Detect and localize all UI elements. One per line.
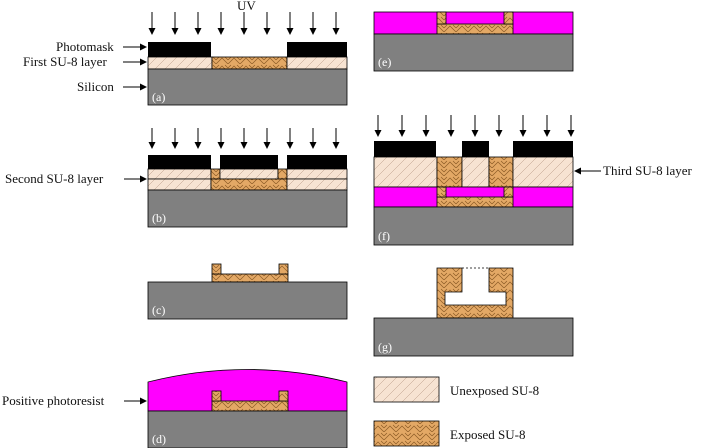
- photomask-2-f: [462, 141, 489, 157]
- step-label-e: (e): [378, 55, 391, 69]
- second-layer-unexposed-left-b: [147, 168, 212, 180]
- uv-label: UV: [237, 0, 256, 13]
- panel-c: (c): [147, 263, 348, 320]
- first-layer-unexposed-left-b: [147, 178, 212, 191]
- photomask-2-b: [220, 155, 278, 169]
- uv-arrows-a: [148, 12, 340, 35]
- photomask-1-b: [148, 155, 211, 169]
- third-layer-exposed-right-f: [488, 156, 514, 188]
- panel-g: (g): [373, 267, 574, 357]
- step-label-f: (f): [378, 229, 390, 243]
- layer-right-post-d: [278, 390, 289, 402]
- legend-exposed-label: Exposed SU-8: [450, 427, 525, 442]
- step-label-c: (c): [152, 303, 165, 317]
- third-layer-exposed-left-f: [436, 156, 463, 188]
- photomask-1-f: [374, 141, 436, 157]
- third-layer-unexposed-right-f: [512, 156, 574, 188]
- silicon-substrate-b: [147, 189, 348, 228]
- silicon-substrate-e: [373, 33, 574, 72]
- third-layer-unexposed-mid-f: [461, 156, 490, 188]
- silicon-substrate-a: [147, 68, 348, 106]
- first-layer-unexposed-right-a: [286, 56, 348, 70]
- layer-right-post-f: [503, 186, 514, 198]
- second-layer-exposed-left-b: [210, 168, 221, 180]
- panel-e: (e): [373, 11, 574, 72]
- panel-d: (d) Positive photoresist: [2, 369, 348, 448]
- layer-left-post-e: [436, 11, 447, 25]
- silicon-substrate-f: [373, 206, 574, 246]
- first-layer-unexposed-left-a: [147, 56, 213, 70]
- positive-photoresist-d: [147, 369, 348, 412]
- third-layer-label: Third SU-8 layer: [603, 163, 692, 178]
- photomask-label: Photomask: [56, 39, 114, 54]
- photomask-3-f: [513, 141, 573, 157]
- second-layer-label: Second SU-8 layer: [5, 171, 104, 186]
- first-layer-label: First SU-8 layer: [23, 54, 107, 69]
- legend-unexposed-label: Unexposed SU-8: [450, 383, 539, 398]
- silicon-substrate-g: [373, 317, 574, 357]
- layer-right-post-c: [278, 263, 289, 275]
- uv-arrows-b: [148, 128, 340, 149]
- second-layer-exposed-right-b: [277, 168, 288, 180]
- second-layer-unexposed-mid-b: [219, 168, 279, 180]
- silicon-label: Silicon: [77, 79, 114, 94]
- panel-b: (b) Second SU-8 layer: [5, 128, 348, 228]
- legend: Unexposed SU-8 Exposed SU-8: [373, 376, 539, 447]
- layer-base-d: [211, 400, 289, 412]
- panel-f: (f) Third SU-8 layer: [373, 115, 692, 246]
- first-layer-exposed-a: [211, 56, 288, 70]
- legend-unexposed-swatch: [373, 376, 440, 403]
- legend-exposed-swatch: [373, 420, 440, 447]
- step-label-a: (a): [152, 90, 165, 104]
- final-structure-g: [436, 267, 514, 319]
- layer-left-post-c: [211, 263, 222, 275]
- layer-right-post-e: [503, 11, 514, 25]
- layer-left-post-f: [436, 186, 447, 198]
- step-label-b: (b): [152, 211, 166, 225]
- layer-base-e: [436, 23, 514, 35]
- layer-base-f: [436, 196, 514, 208]
- step-label-d: (d): [152, 432, 166, 446]
- uv-arrows-f: [374, 115, 575, 137]
- layer-left-post-d: [211, 390, 222, 402]
- positive-photoresist-label: Positive photoresist: [2, 393, 105, 408]
- panel-a: UV (a) Photomask First SU-8 layer Silico…: [23, 0, 348, 106]
- layer-base-c: [211, 273, 289, 283]
- step-label-g: (g): [378, 340, 392, 354]
- first-layer-exposed-b: [210, 178, 288, 191]
- photomask-left-a: [148, 42, 211, 57]
- silicon-substrate-d: [147, 410, 348, 448]
- first-layer-unexposed-right-b: [286, 178, 348, 191]
- silicon-substrate-c: [147, 281, 348, 320]
- photomask-3-b: [287, 155, 347, 169]
- second-layer-unexposed-right-b: [286, 168, 348, 180]
- third-layer-unexposed-left-f: [373, 156, 438, 188]
- photomask-right-a: [287, 42, 347, 57]
